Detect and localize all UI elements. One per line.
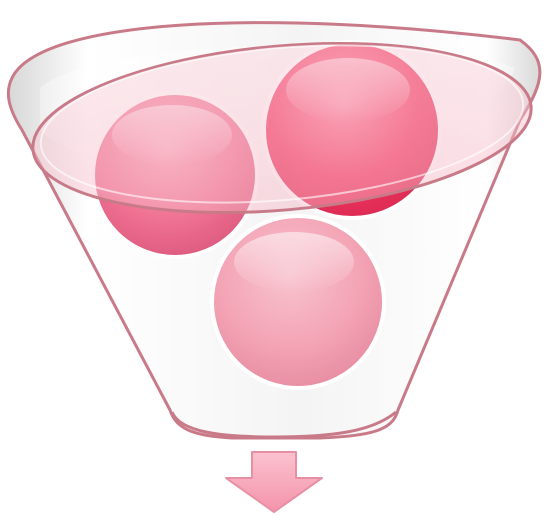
circle-bottom [212,216,384,388]
down-arrow-icon [226,452,322,512]
